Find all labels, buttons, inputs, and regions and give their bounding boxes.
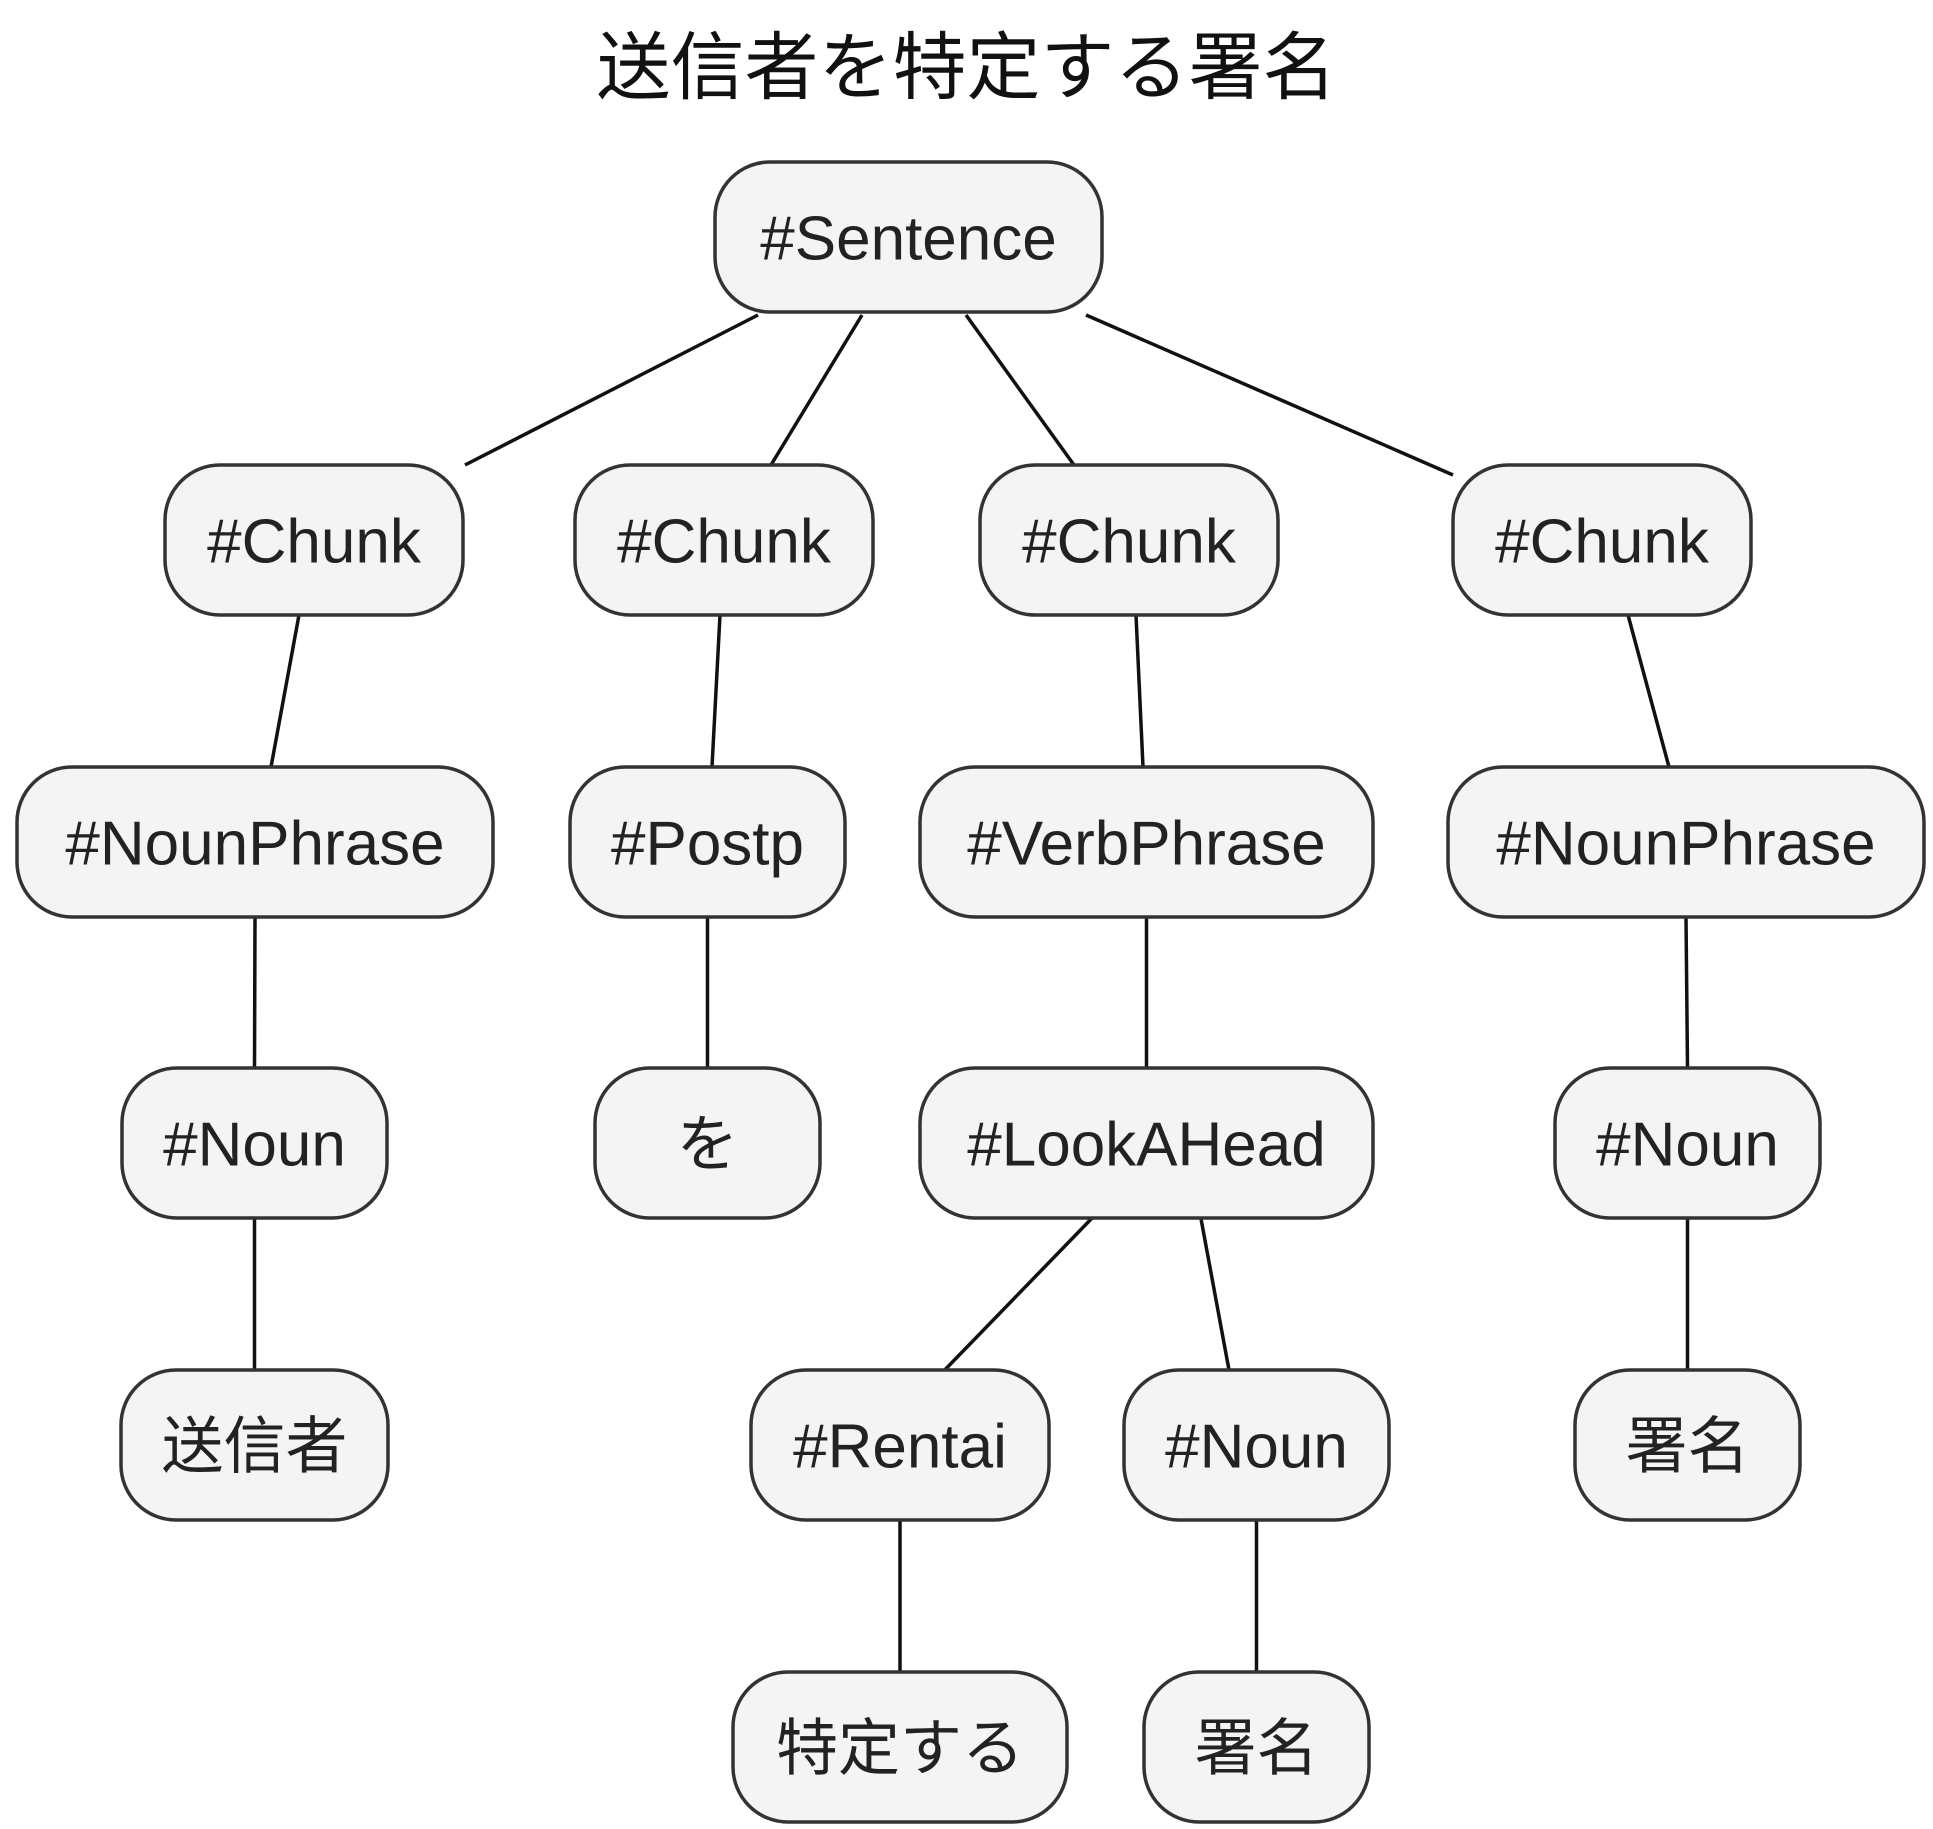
node-box <box>978 463 1280 617</box>
node-box <box>1142 1670 1371 1824</box>
node-label: #Chunk <box>1022 508 1237 577</box>
node-label: 署名 <box>1625 1413 1749 1482</box>
node-shomei1: 署名 <box>1142 1670 1371 1824</box>
node-wo: を <box>593 1066 822 1220</box>
node-chunk4: #Chunk <box>1451 463 1753 617</box>
edge-sentence-to-chunk1 <box>464 313 759 467</box>
node-box <box>918 1066 1375 1220</box>
node-label: #LookAHead <box>967 1111 1326 1180</box>
node-label: #Noun <box>1165 1413 1348 1482</box>
node-box <box>1446 765 1926 919</box>
node-box <box>15 765 495 919</box>
node-soushinsha: 送信者 <box>119 1368 390 1522</box>
node-nounphrase2: #NounPhrase <box>1446 765 1926 919</box>
node-label: #Noun <box>163 1111 346 1180</box>
node-label: #Chunk <box>1495 508 1710 577</box>
node-label: #VerbPhrase <box>967 810 1325 879</box>
node-noun2: #Noun <box>1122 1368 1391 1522</box>
node-nounphrase1: #NounPhrase <box>15 765 495 919</box>
node-label: 送信者 <box>161 1413 347 1482</box>
edge-lookahead-to-rentai <box>943 1216 1094 1372</box>
node-box <box>120 1066 389 1220</box>
edges-layer <box>252 313 1690 1672</box>
node-box <box>163 463 465 617</box>
node-label: #Rentai <box>793 1413 1007 1482</box>
node-label: 署名 <box>1194 1715 1318 1784</box>
edge-chunk4-to-nounphrase2 <box>1626 614 1671 768</box>
node-box <box>731 1670 1069 1824</box>
node-box <box>593 1066 822 1220</box>
node-shomei2: 署名 <box>1573 1368 1802 1522</box>
node-box <box>749 1368 1051 1522</box>
node-label: #NounPhrase <box>1496 810 1875 879</box>
node-box <box>1122 1368 1391 1522</box>
edge-chunk3-to-verbphrase <box>1134 614 1145 768</box>
edge-nounphrase2-to-noun3 <box>1684 916 1690 1069</box>
node-box <box>573 463 875 617</box>
node-noun1: #Noun <box>120 1066 389 1220</box>
node-label: 特定する <box>776 1715 1024 1784</box>
node-box <box>713 160 1104 314</box>
node-chunk2: #Chunk <box>573 463 875 617</box>
node-lookahead: #LookAHead <box>918 1066 1375 1220</box>
nodes-layer: #Sentence #Chunk #Chunk #Chunk #Chunk #NounPh… <box>15 160 1926 1824</box>
node-chunk1: #Chunk <box>163 463 465 617</box>
edge-chunk2-to-postp <box>710 614 722 768</box>
node-label: を <box>676 1111 738 1180</box>
node-tokutei: 特定する <box>731 1670 1069 1824</box>
edge-sentence-to-chunk4 <box>1085 313 1454 477</box>
edge-nounphrase1-to-noun1 <box>252 916 257 1069</box>
diagram-title: 送信者を特定する署名 <box>596 25 1337 111</box>
node-sentence: #Sentence <box>713 160 1104 314</box>
node-label: #Chunk <box>207 508 422 577</box>
node-rentai: #Rentai <box>749 1368 1051 1522</box>
node-box <box>568 765 847 919</box>
node-label: #Noun <box>1596 1111 1779 1180</box>
edge-sentence-to-chunk2 <box>769 314 864 466</box>
edge-lookahead-to-noun2 <box>1199 1217 1231 1371</box>
node-label: #Postp <box>611 810 804 879</box>
node-box <box>918 765 1375 919</box>
node-label: #Chunk <box>617 508 832 577</box>
node-verbphrase: #VerbPhrase <box>918 765 1375 919</box>
node-box <box>1451 463 1753 617</box>
node-label: #Sentence <box>760 205 1056 274</box>
node-box <box>1573 1368 1802 1522</box>
edge-sentence-to-chunk3 <box>964 313 1076 467</box>
node-box <box>119 1368 390 1522</box>
node-chunk3: #Chunk <box>978 463 1280 617</box>
node-box <box>1553 1066 1822 1220</box>
edge-chunk1-to-nounphrase1 <box>269 614 301 768</box>
node-postp: #Postp <box>568 765 847 919</box>
node-label: #NounPhrase <box>65 810 444 879</box>
node-noun3: #Noun <box>1553 1066 1822 1220</box>
